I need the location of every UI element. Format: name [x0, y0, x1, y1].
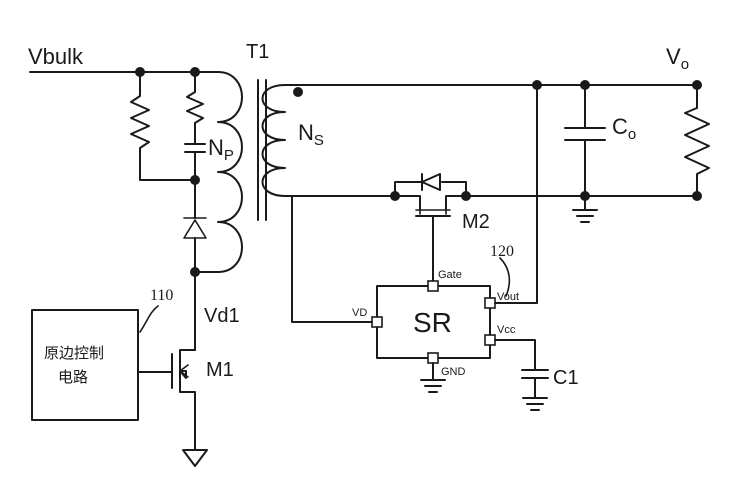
junction-dot — [692, 80, 702, 90]
label-np: NP — [208, 135, 234, 164]
junction-dot — [390, 191, 400, 201]
label-ns: NS — [298, 120, 324, 149]
m1-ground — [182, 449, 208, 467]
secondary-winding — [261, 84, 286, 197]
pin-gate-square — [427, 280, 439, 292]
label-vo: Vo — [666, 44, 689, 73]
load-resistor — [684, 84, 710, 197]
vcc-wire — [494, 339, 536, 371]
label-controller-line2: 电路 — [58, 368, 88, 386]
m2-body-diode — [394, 173, 467, 197]
label-sr: SR — [413, 307, 452, 338]
label-pin-vd: VD — [352, 307, 367, 319]
pin-vout-square — [484, 297, 496, 309]
m2-mosfet — [394, 195, 467, 283]
junction-dot — [532, 80, 542, 90]
m1-body-arrow — [179, 364, 189, 378]
junction-dot — [190, 67, 200, 77]
secondary-polarity-dot — [293, 87, 303, 97]
junction-dot — [190, 267, 200, 277]
label-vbulk: Vbulk — [28, 44, 84, 69]
m2-channel — [415, 203, 451, 215]
junction-dot — [135, 67, 145, 77]
junction-dot — [190, 175, 200, 185]
snubber-capacitor — [184, 143, 206, 181]
ref-120-leader — [499, 257, 511, 297]
junction-dot — [692, 191, 702, 201]
c1-capacitor — [521, 369, 549, 411]
label-m1: M1 — [206, 359, 234, 381]
transformer-core — [257, 79, 267, 221]
vout-sense-wire — [494, 84, 538, 304]
vd-sense-wire — [291, 195, 373, 323]
label-pin-gate: Gate — [438, 269, 462, 281]
label-m2: M2 — [462, 211, 490, 233]
snubber-resistor — [130, 71, 196, 181]
junction-dot — [580, 80, 590, 90]
label-co: Co — [612, 114, 636, 143]
label-vd1: Vd1 — [204, 305, 240, 327]
sr-ground — [420, 362, 446, 393]
pin-vcc-square — [484, 334, 496, 346]
output-capacitor — [564, 84, 606, 197]
label-t1: T1 — [246, 41, 269, 63]
pin-vd-square — [371, 316, 383, 328]
label-pin-vout: Vout — [497, 291, 519, 303]
label-pin-gnd: GND — [441, 366, 466, 378]
label-ref-120: 120 — [490, 243, 514, 260]
junction-dot — [580, 191, 590, 201]
pin-gnd-square — [427, 352, 439, 364]
clamp-diode — [183, 217, 207, 239]
label-ref-110: 110 — [150, 287, 173, 304]
label-controller-line1: 原边控制 — [44, 344, 104, 362]
ref-110-leader — [139, 305, 159, 333]
primary-controller-box — [31, 309, 139, 421]
label-c1: C1 — [553, 367, 579, 389]
junction-dot — [461, 191, 471, 201]
m1-mosfet — [149, 349, 196, 451]
label-pin-vcc: Vcc — [497, 324, 516, 336]
primary-winding — [194, 71, 243, 273]
secondary-ground — [572, 195, 598, 223]
snubber-rc-resistor — [186, 71, 204, 145]
